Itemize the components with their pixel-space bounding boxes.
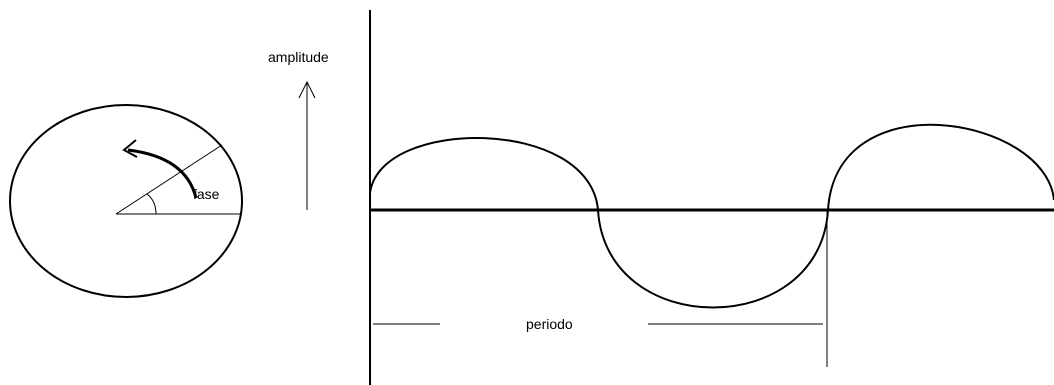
amplitude-label: amplitude bbox=[268, 49, 329, 65]
phase-radius bbox=[115, 144, 223, 215]
amplitude-indicator: amplitude bbox=[268, 49, 329, 210]
period-label: periodo bbox=[526, 316, 573, 332]
phase-angle-arc bbox=[146, 193, 157, 215]
rotation-arrow bbox=[127, 148, 198, 199]
phase-label: fase bbox=[193, 186, 220, 202]
rotation-arrow-head bbox=[122, 139, 138, 158]
amplitude-arrow-head bbox=[298, 80, 316, 99]
period-indicator: periodo bbox=[373, 210, 828, 367]
phase-circle-group: fase bbox=[9, 104, 243, 298]
phase-circle bbox=[9, 104, 243, 298]
sine-wave bbox=[369, 123, 1054, 309]
